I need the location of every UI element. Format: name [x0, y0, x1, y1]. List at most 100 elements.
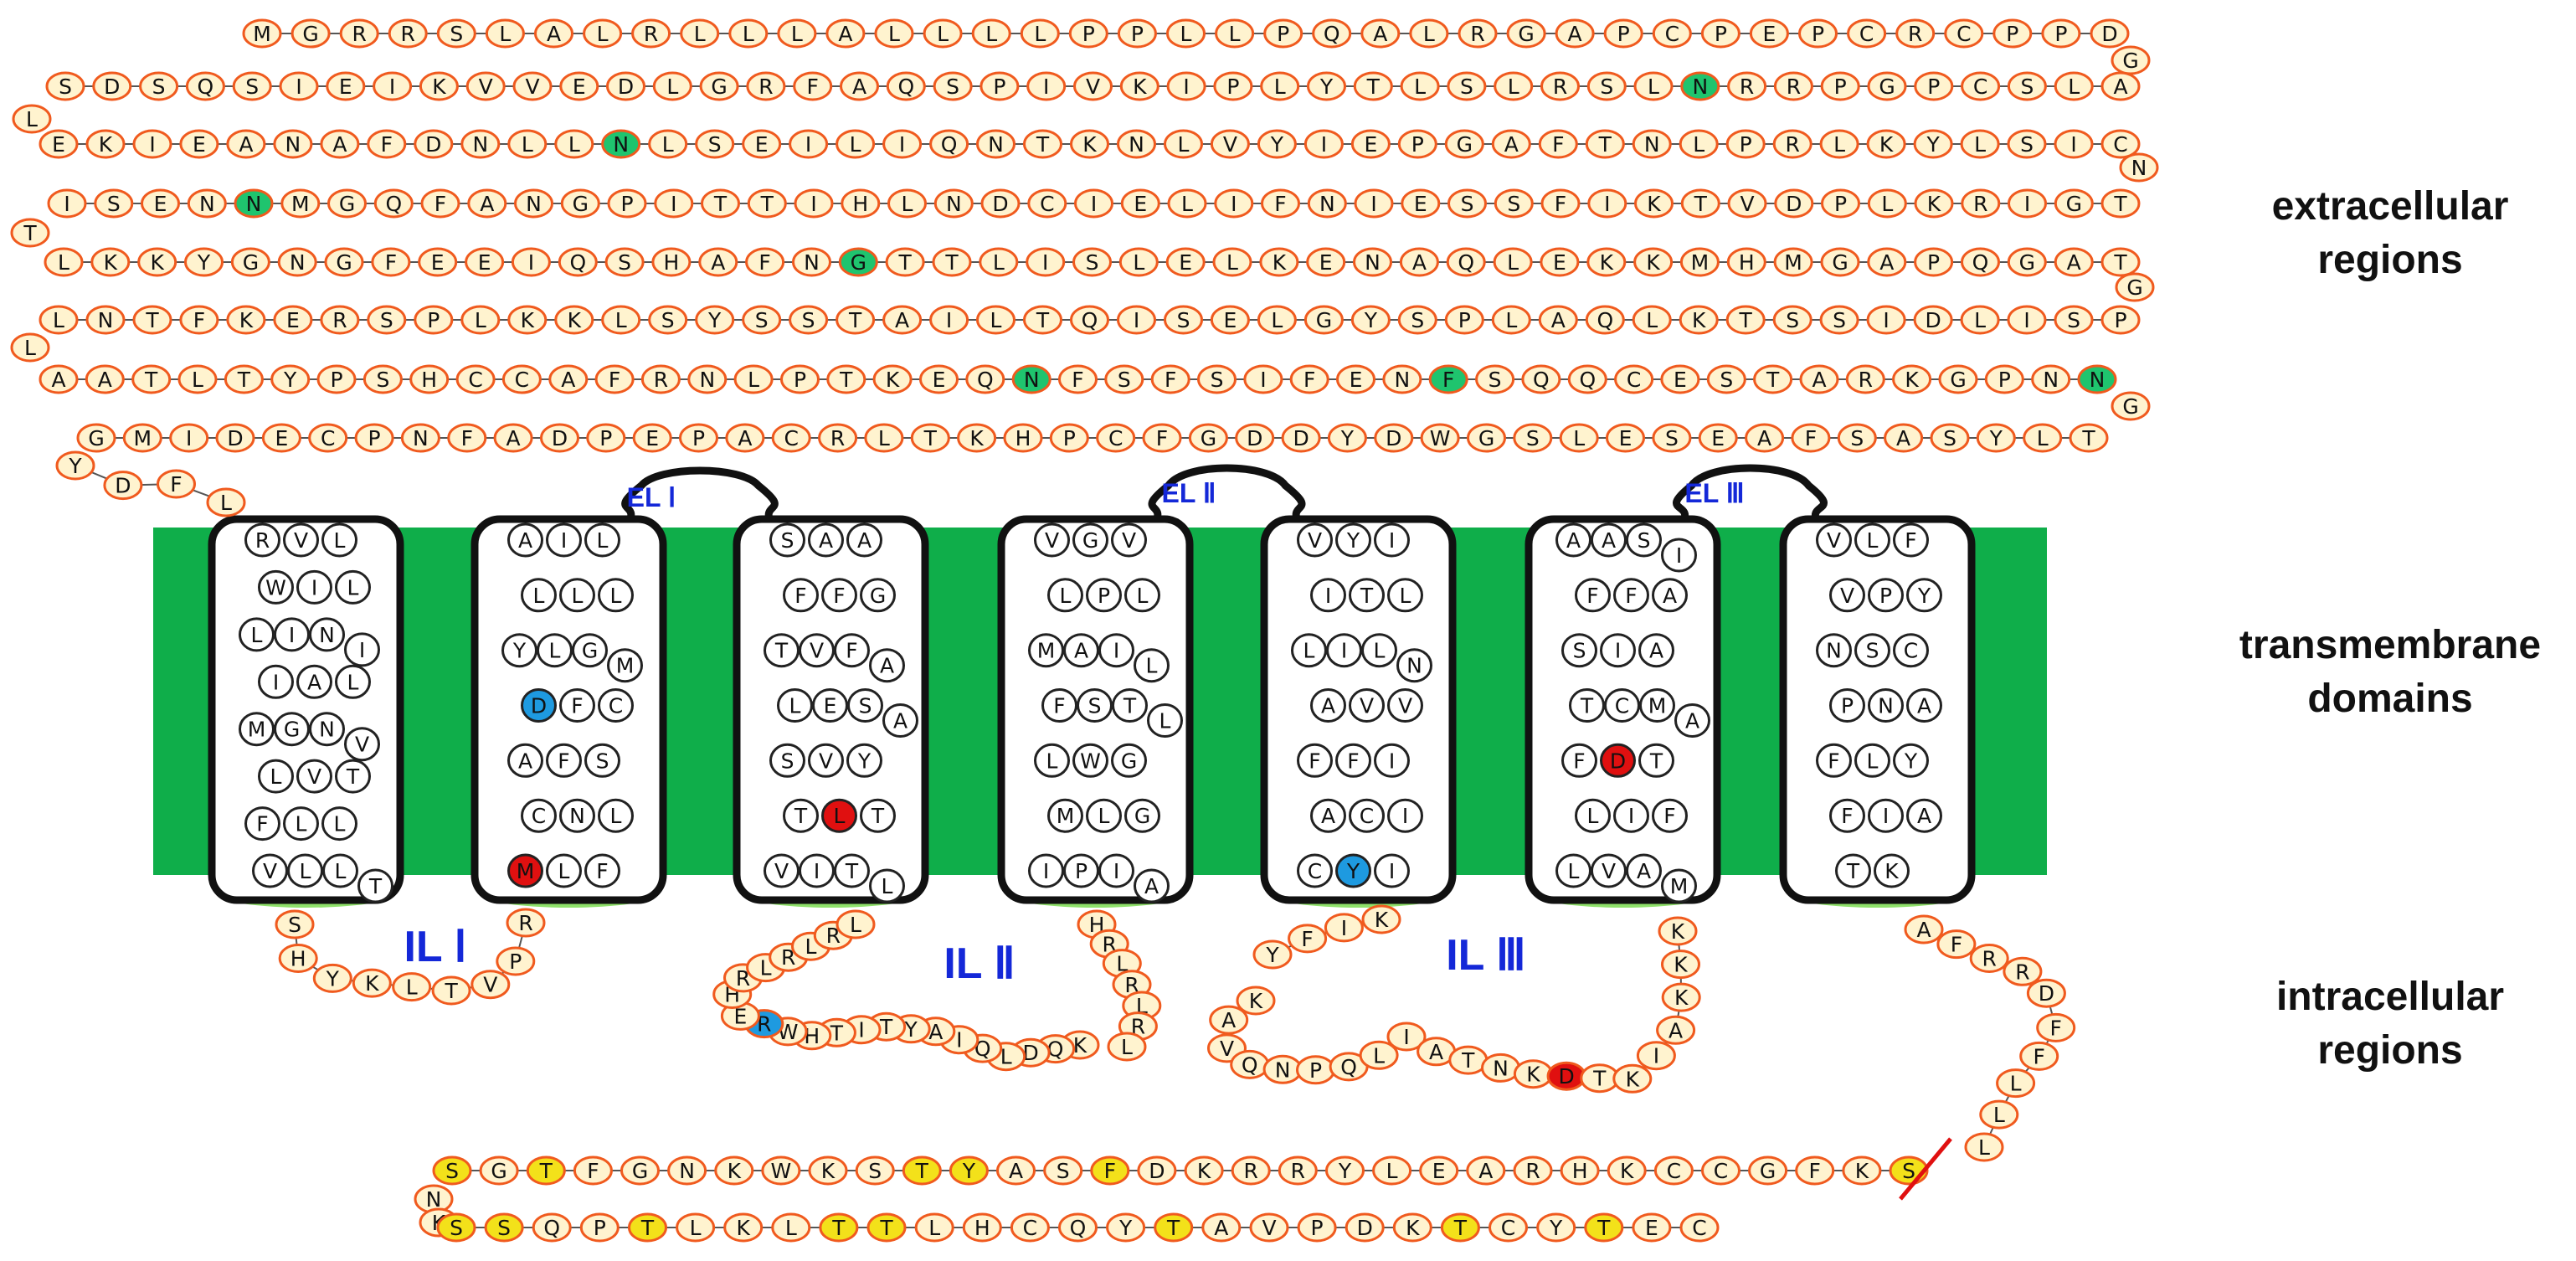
tm-4-residue: V [1034, 522, 1070, 558]
residue-circle [296, 569, 332, 605]
extracellular-row-6-residue: I [929, 305, 969, 335]
residue-circle [1600, 633, 1636, 668]
residue-circle [902, 1155, 942, 1186]
residue-circle [886, 71, 926, 101]
il3-residue: K [1236, 986, 1276, 1016]
residue-circle [914, 1212, 954, 1243]
residue-letter: R [332, 308, 347, 332]
tm-2-residue: L [521, 578, 557, 613]
extracellular-row-1-residue: R [339, 18, 379, 49]
residue-circle [507, 129, 548, 159]
residue-circle [1397, 129, 1437, 159]
residue-circle [1209, 1005, 1249, 1035]
extracellular-row-2-residue: A [840, 71, 879, 101]
tm-1-residue: V [252, 853, 288, 888]
extracellular-row-7-residue: F [1289, 364, 1329, 394]
residue-letter: L [2010, 1072, 2022, 1096]
residue-letter: D [1149, 1159, 1165, 1183]
residue-letter: T [1597, 1216, 1611, 1240]
extracellular-row-6-residue: T [1023, 305, 1062, 335]
residue-circle [601, 129, 641, 159]
residue-circle [1600, 743, 1636, 778]
residue-circle [1235, 423, 1275, 453]
extracellular-row-2-residue: D [92, 71, 132, 101]
residue-circle [559, 71, 599, 101]
residue-circle [1077, 688, 1113, 723]
extracellular-row-8-residue: M [122, 423, 162, 453]
ctail-row2-residue: C [1489, 1212, 1528, 1243]
residue-circle [239, 617, 275, 652]
extracellular-row-3-residue: F [1538, 129, 1578, 159]
residue-letter: V [1827, 528, 1841, 553]
residue-letter: L [597, 528, 609, 553]
residue-circle [2008, 188, 2047, 219]
residue-letter: S [245, 75, 259, 99]
residue-circle [1606, 423, 1645, 453]
residue-letter: I [1325, 584, 1331, 608]
extracellular-row-8-residue: C [771, 423, 811, 453]
extracellular-row-2-residue: L [1494, 71, 1534, 101]
residue-letter: I [1604, 192, 1610, 216]
extracellular-row-5-residue: M [1773, 247, 1813, 277]
residue-letter: V [483, 973, 497, 997]
residue-circle [874, 18, 914, 49]
ctail-row2-residue: C [1679, 1212, 1720, 1243]
ctail-row1-residue: S [432, 1155, 472, 1186]
residue-circle [501, 364, 542, 394]
residue-circle [1312, 18, 1352, 49]
residue-circle [467, 188, 507, 219]
residue-letter: T [1123, 694, 1137, 718]
extracellular-row-1-residue: R [631, 18, 671, 49]
residue-letter: Y [68, 454, 82, 478]
residue-circle [872, 364, 913, 394]
residue-circle [1090, 1155, 1130, 1186]
residue-letter: D [1610, 749, 1626, 773]
tm-4-residue: A [1134, 868, 1170, 903]
residue-letter: G [582, 639, 598, 663]
residue-circle [320, 129, 360, 159]
extracellular-row-8-residue: I [169, 423, 209, 453]
residue-letter: Q [1242, 1053, 1258, 1077]
residue-letter: R [401, 22, 415, 46]
extracellular-row-8-residue: C [1096, 423, 1136, 453]
residue-circle [521, 688, 557, 723]
label-layer: EL Ⅰ EL Ⅱ EL Ⅲ IL Ⅰ IL Ⅱ IL Ⅲ extracellu… [404, 184, 2541, 1073]
residue-letter: Y [1364, 308, 1378, 332]
extracellular-row-3-residue: L [1819, 129, 1859, 159]
residue-letter: N [2090, 368, 2106, 392]
residue-letter: L [1116, 952, 1128, 976]
extracellular-row-7-residue: C [455, 364, 496, 394]
ctail-row1-residue: C [1701, 1155, 1740, 1186]
residue-letter: F [256, 812, 268, 836]
tm-3-residue: T [860, 798, 896, 833]
residue-letter: I [289, 623, 295, 647]
extracellular-row-8-residue: E [632, 423, 672, 453]
tm-4-residue: L [1134, 648, 1170, 683]
residue-letter: K [1671, 919, 1685, 944]
il3-residue: A [1656, 1015, 1696, 1045]
extracellular-row-2-residue: P [1914, 71, 1954, 101]
tm-2-residue: L [537, 633, 573, 668]
extracellular-row-2-residue: V [465, 71, 506, 101]
residue-circle [1575, 578, 1611, 613]
residue-letter: L [549, 639, 561, 663]
residue-letter: V [1360, 694, 1374, 718]
tm-4-residue: I [1098, 633, 1134, 668]
residue-circle [1137, 1155, 1177, 1186]
residue-circle [971, 18, 1011, 49]
residue-letter: H [804, 1024, 820, 1048]
residue-circle [1555, 18, 1595, 49]
extracellular-row-1-residue: L [680, 18, 720, 49]
residue-circle [1086, 798, 1122, 833]
residue-letter: K [1273, 250, 1287, 275]
intracellular-label-line1: intracellular [2276, 975, 2504, 1019]
residue-letter: V [1045, 528, 1059, 553]
residue-letter: I [1883, 804, 1889, 828]
tm-7-residue: S [1854, 633, 1890, 668]
residue-circle [1866, 305, 1906, 335]
residue-circle [747, 188, 787, 219]
residue-circle [339, 18, 379, 49]
residue-letter: F [385, 250, 397, 275]
extracellular-row-2-residue: S [2007, 71, 2047, 101]
